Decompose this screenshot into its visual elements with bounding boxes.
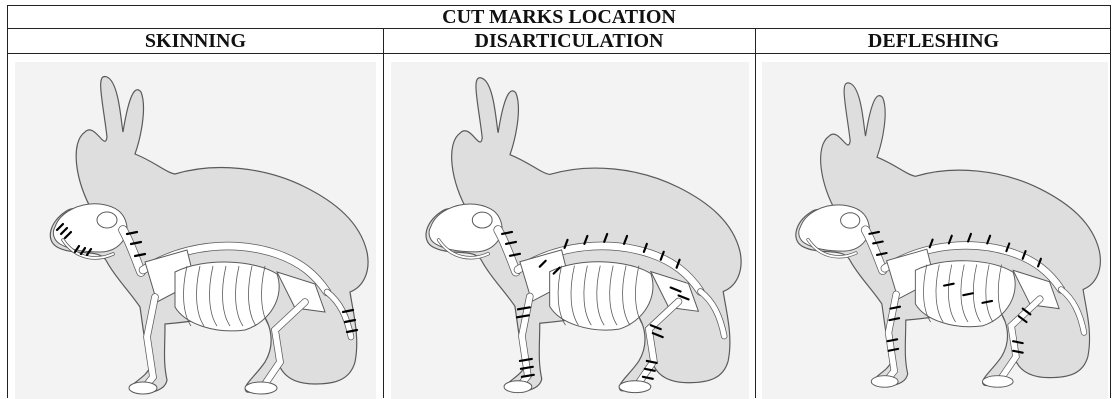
fore-paw <box>504 381 532 393</box>
heading-disarticulation: DISARTICULATION <box>383 29 755 53</box>
column-divider-2 <box>755 29 756 398</box>
panel-defleshing <box>762 62 1108 399</box>
eye-orbit <box>97 212 117 228</box>
column-headings: SKINNING DISARTICULATION DEFLESHING <box>8 29 1110 54</box>
fore-paw <box>129 382 157 394</box>
rabbit-skeleton-defleshing <box>762 62 1108 399</box>
hind-paw <box>619 381 651 393</box>
figure-table: CUT MARKS LOCATION SKINNING DISARTICULAT… <box>7 5 1111 398</box>
column-divider-1 <box>383 29 384 398</box>
panel-disarticulation <box>391 62 749 399</box>
heading-defleshing: DEFLESHING <box>755 29 1112 53</box>
figure-title: CUT MARKS LOCATION <box>8 6 1110 29</box>
hind-paw <box>245 382 277 394</box>
rabbit-skeleton-disarticulation <box>391 62 749 399</box>
heading-skinning: SKINNING <box>8 29 383 53</box>
hind-paw <box>982 376 1013 388</box>
eye-orbit <box>472 212 492 228</box>
panel-skinning <box>15 62 376 399</box>
eye-orbit <box>841 213 860 228</box>
fore-paw <box>871 376 898 388</box>
rabbit-skeleton-skinning <box>15 62 376 399</box>
